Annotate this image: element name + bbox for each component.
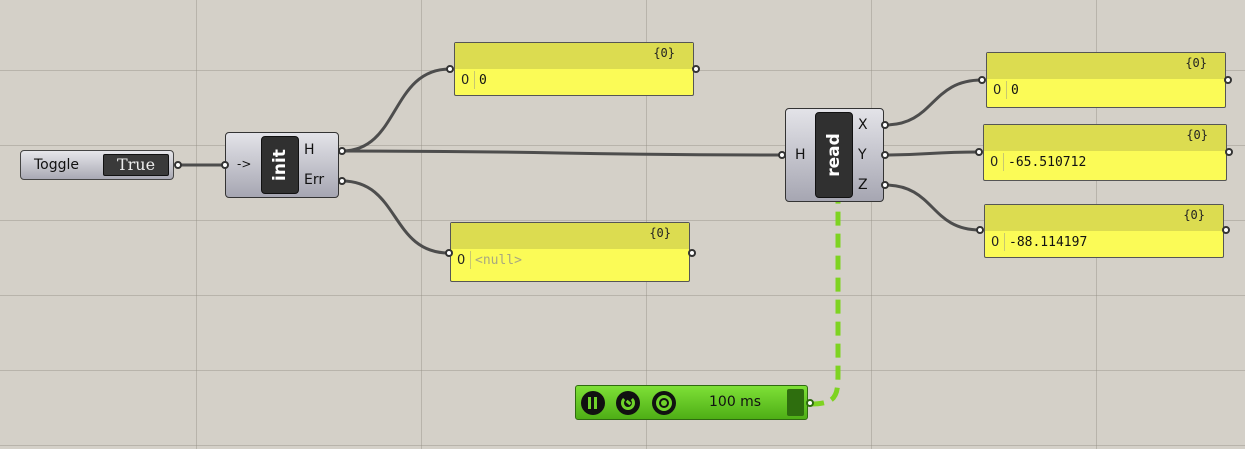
init-output-h-grip[interactable] xyxy=(338,147,346,155)
init-input-label: -> xyxy=(237,157,252,171)
panel-value: 0 xyxy=(479,73,487,88)
read-output-z-label: Z xyxy=(858,177,868,193)
read-output-x-grip[interactable] xyxy=(881,121,889,129)
panel-separator xyxy=(474,71,475,89)
init-name: init xyxy=(270,149,290,181)
panel-read-y-output-grip[interactable] xyxy=(1225,148,1233,156)
read-input-label: H xyxy=(795,147,806,163)
read-output-z-grip[interactable] xyxy=(881,181,889,189)
panel-read-y[interactable]: {0} 0 -65.510712 xyxy=(983,124,1227,181)
pause-icon[interactable] xyxy=(581,391,605,415)
panel-read-y-input-grip[interactable] xyxy=(975,148,983,156)
reset-icon[interactable] xyxy=(616,391,640,415)
panel-init-h-output-grip[interactable] xyxy=(692,65,700,73)
read-output-x-label: X xyxy=(858,117,868,133)
panel-value: 0 xyxy=(1011,83,1019,98)
panel-index: 0 xyxy=(991,235,1000,250)
read-component[interactable]: H read X Y Z xyxy=(785,108,884,202)
panel-read-z-input-grip[interactable] xyxy=(976,226,984,234)
panel-count: {0} xyxy=(1185,56,1207,70)
panel-init-h-input-grip[interactable] xyxy=(446,65,454,73)
init-name-tag: init xyxy=(261,136,299,194)
wire-read-y-panel xyxy=(884,150,980,157)
panel-separator xyxy=(1003,153,1004,171)
init-input-grip[interactable] xyxy=(221,161,229,169)
read-name-tag: read xyxy=(815,112,853,198)
read-output-y-grip[interactable] xyxy=(881,151,889,159)
panel-count: {0} xyxy=(1186,128,1208,142)
panel-init-h[interactable]: {0} 0 0 xyxy=(454,42,694,96)
timer-component[interactable]: 100 ms xyxy=(575,385,808,420)
panel-init-err-output-grip[interactable] xyxy=(688,249,696,257)
wire-init-err-panel xyxy=(341,179,450,255)
panel-index: 0 xyxy=(457,253,466,268)
panel-header: {0} xyxy=(455,43,693,69)
toggle-value[interactable]: True xyxy=(103,154,169,176)
panel-separator xyxy=(470,251,471,269)
panel-init-err[interactable]: {0} 0 <null> xyxy=(450,222,690,282)
panel-count: {0} xyxy=(1183,208,1205,222)
timer-output-grip[interactable] xyxy=(806,399,814,407)
init-output-h-label: H xyxy=(304,142,315,158)
init-output-err-label: Err xyxy=(304,172,325,188)
panel-read-x-input-grip[interactable] xyxy=(978,76,986,84)
panel-read-z[interactable]: {0} 0 -88.114197 xyxy=(984,204,1224,258)
wire-init-h-panel xyxy=(341,67,451,153)
stop-icon[interactable] xyxy=(652,391,676,415)
read-output-y-label: Y xyxy=(858,147,867,163)
panel-header: {0} xyxy=(984,125,1226,151)
wire-timer-read xyxy=(809,200,841,407)
panel-read-x-output-grip[interactable] xyxy=(1224,76,1232,84)
read-name: read xyxy=(824,133,844,177)
panel-header: {0} xyxy=(451,223,689,249)
panel-init-err-input-grip[interactable] xyxy=(445,249,453,257)
panel-read-x[interactable]: {0} 0 0 xyxy=(986,52,1226,108)
panel-index: 0 xyxy=(993,83,1002,98)
panel-count: {0} xyxy=(649,226,671,240)
panel-separator xyxy=(1004,233,1005,251)
panel-read-z-output-grip[interactable] xyxy=(1222,226,1230,234)
panel-value: -65.510712 xyxy=(1008,155,1087,170)
read-input-grip[interactable] xyxy=(778,151,786,159)
wire-read-x-panel xyxy=(884,78,983,127)
panel-index: 0 xyxy=(990,155,999,170)
boolean-toggle[interactable]: Toggle True xyxy=(20,150,174,180)
wire-init-h-read xyxy=(341,149,783,157)
timer-interval: 100 ms xyxy=(709,394,762,410)
toggle-output-grip[interactable] xyxy=(174,161,182,169)
panel-index: 0 xyxy=(461,73,470,88)
panel-separator xyxy=(1006,81,1007,99)
toggle-label: Toggle xyxy=(34,157,80,173)
panel-header: {0} xyxy=(987,53,1225,79)
init-component[interactable]: -> init H Err xyxy=(225,132,339,198)
init-output-err-grip[interactable] xyxy=(338,177,346,185)
panel-value: <null> xyxy=(475,253,522,268)
wire-read-z-panel xyxy=(884,183,981,232)
panel-value: -88.114197 xyxy=(1009,235,1088,250)
timer-drag-handle[interactable] xyxy=(787,389,804,416)
panel-header: {0} xyxy=(985,205,1223,231)
panel-count: {0} xyxy=(653,46,675,60)
